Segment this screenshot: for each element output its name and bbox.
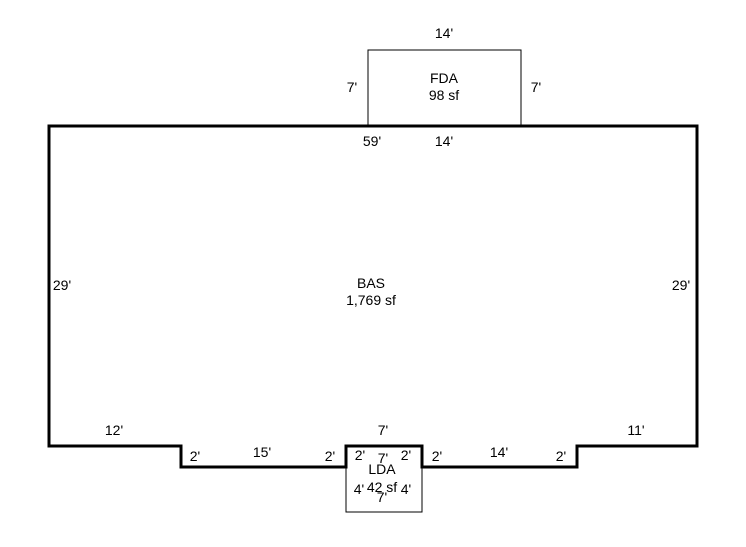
dim-step-mid-right-2: 2' [432, 448, 442, 464]
dim-bottom-15: 15' [253, 444, 271, 460]
bas-code-label: BAS [357, 275, 385, 291]
fda-outline [367, 49, 522, 126]
dim-fda-bottom: 14' [435, 133, 453, 149]
lda-code-label: LDA [368, 461, 396, 477]
dim-bas-right: 29' [672, 277, 690, 293]
dim-bas-left: 29' [53, 277, 71, 293]
dim-bottom-14: 14' [490, 444, 508, 460]
bas-outline [47, 124, 699, 469]
dim-bottom-left-12: 12' [105, 422, 123, 438]
lda-outline [345, 468, 423, 513]
dim-fda-left: 7' [347, 79, 357, 95]
dim-lda-left: 4' [354, 481, 364, 497]
dim-fda-right: 7' [531, 79, 541, 95]
fda-area-label: 98 sf [429, 87, 459, 103]
dim-lda-top: 7' [378, 422, 388, 438]
dim-step-right-2: 2' [556, 448, 566, 464]
dim-step-left-2: 2' [190, 448, 200, 464]
fda-code-label: FDA [430, 70, 459, 86]
bas-area-label: 1,769 sf [346, 292, 396, 308]
dim-lda-right: 4' [401, 481, 411, 497]
dim-step-mid-left-2: 2' [325, 448, 335, 464]
dim-lda-inner-right-2: 2' [401, 447, 411, 463]
dim-fda-top: 14' [435, 25, 453, 41]
dim-lda-inner-7: 7' [378, 450, 388, 466]
dim-bas-top: 59' [363, 133, 381, 149]
dim-bottom-right-11: 11' [627, 422, 644, 438]
dim-lda-inner-left-2: 2' [355, 447, 365, 463]
lda-area-label: 42 sf [367, 479, 397, 495]
dim-lda-bottom: 7' [377, 489, 387, 505]
